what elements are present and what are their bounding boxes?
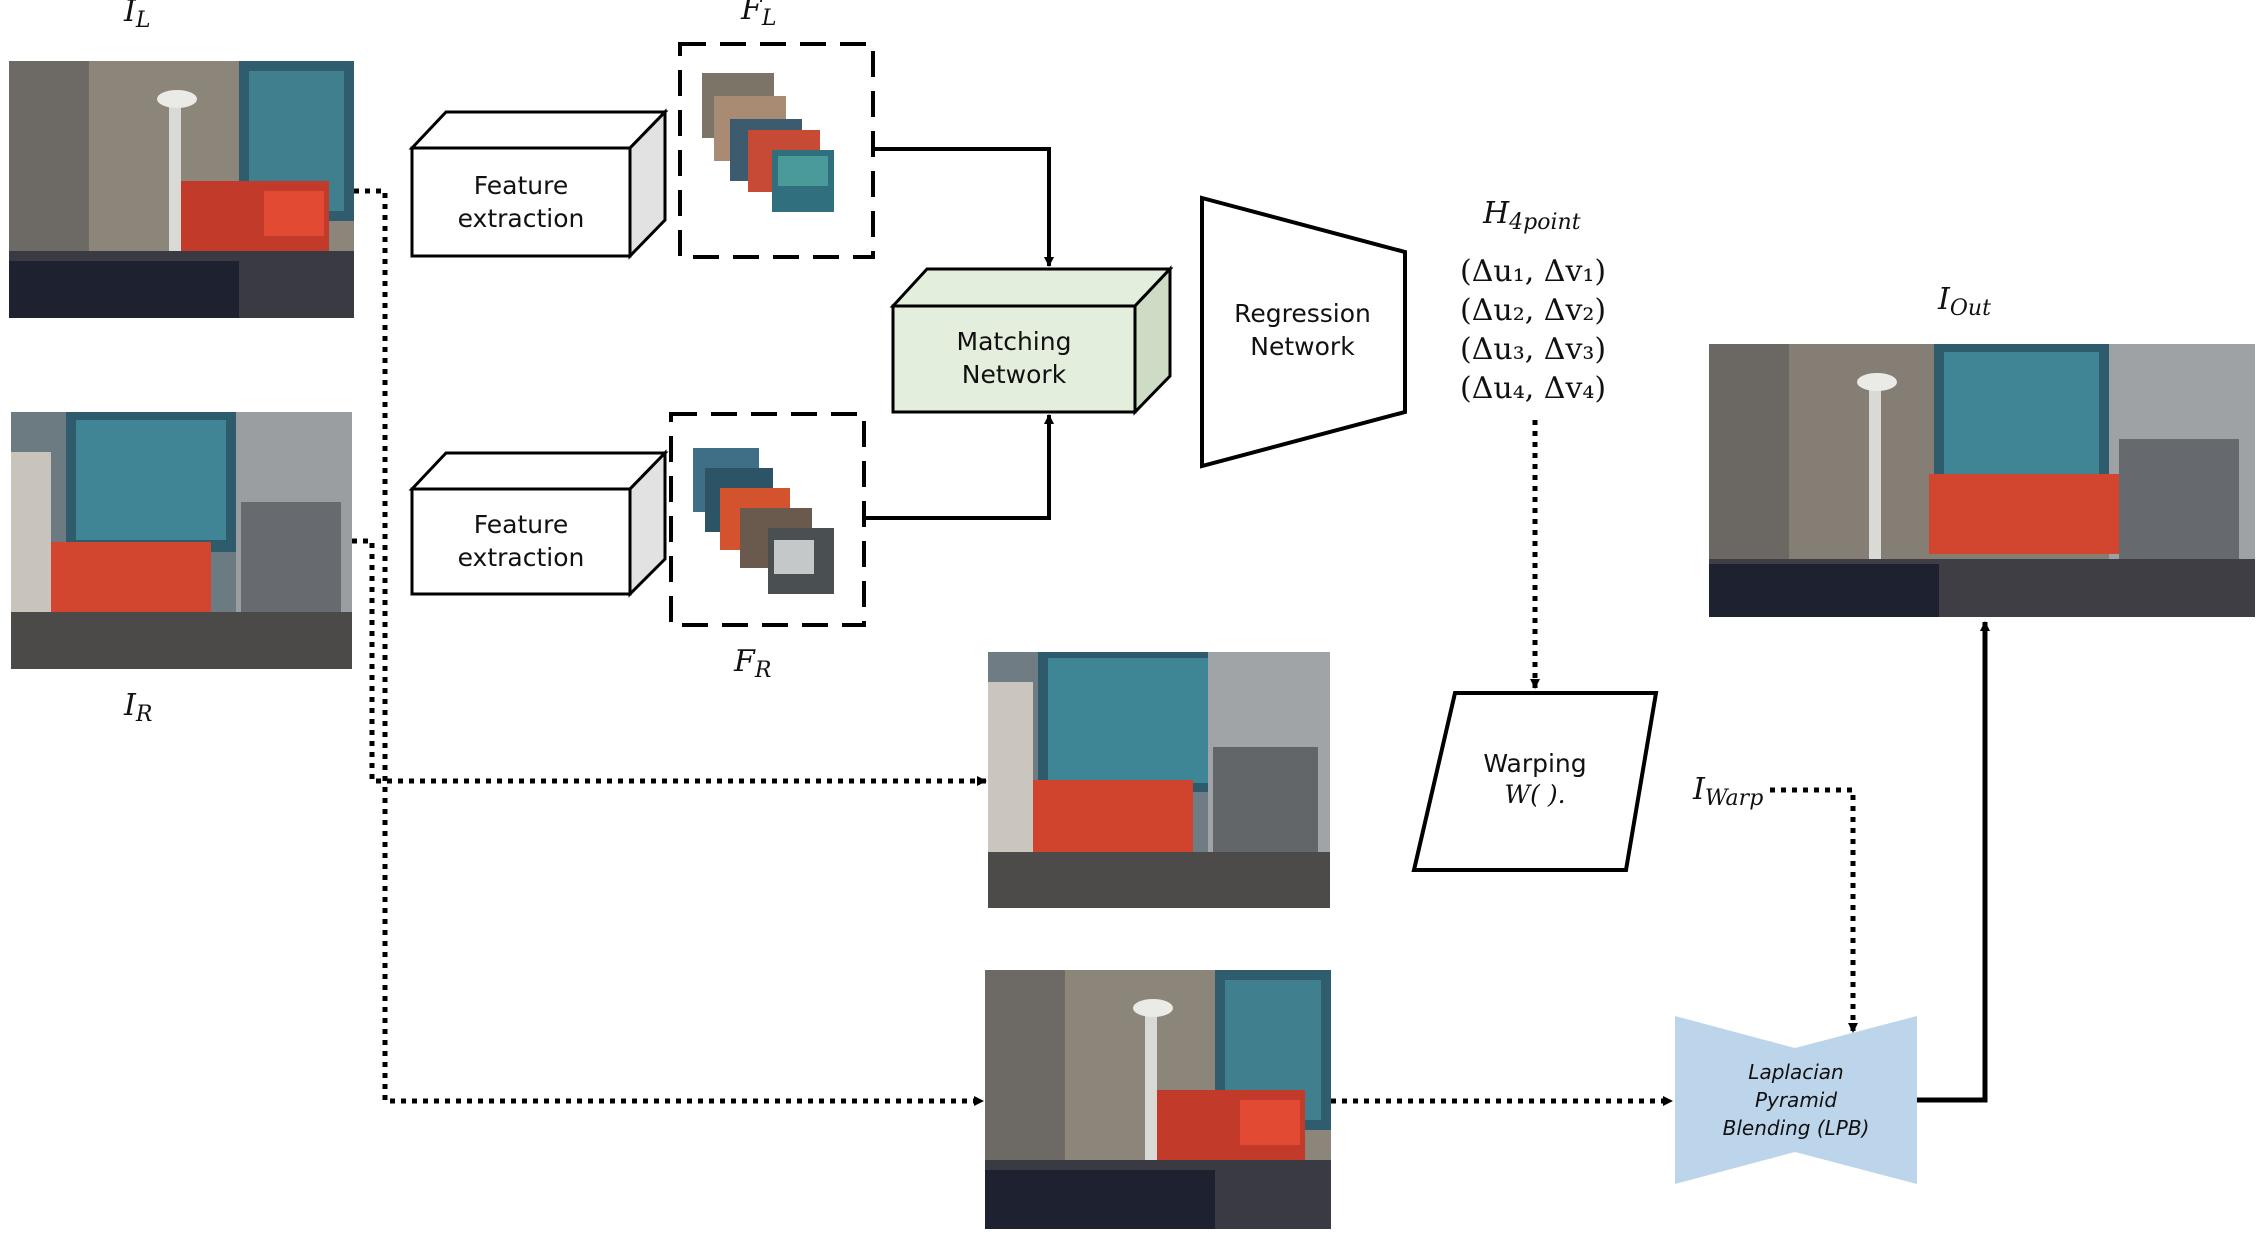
image-right-input (11, 412, 352, 669)
feature-extraction-top-label: Feature extraction (457, 171, 585, 233)
warping-label: Warping W( ). (1483, 749, 1587, 809)
label-i-right: IR (124, 688, 153, 727)
label-i-left: IL (124, 0, 151, 33)
label-i-out: IOut (1938, 282, 1991, 321)
arrow-fl-to-matching (873, 147, 1054, 267)
h4point-value-3: (Δu₃, Δv₃) (1460, 332, 1607, 367)
image-left-copy (985, 970, 1331, 1229)
feature-stack-left (702, 73, 834, 212)
warping-block (1411, 691, 1659, 872)
lpb-label: Laplacian Pyramid Blending (LPB) (1722, 1060, 1870, 1140)
h4point-value-2: (Δu₂, Δv₂) (1460, 293, 1607, 328)
arrow-iwarp-to-lpb (1770, 787, 1858, 1033)
label-i-warp: IWarp (1693, 772, 1764, 811)
feature-extraction-bottom-label: Feature extraction (457, 510, 585, 572)
matching-network-block (889, 265, 1174, 416)
image-output (1709, 344, 2255, 617)
h4point-value-1: (Δu₁, Δv₁) (1460, 254, 1607, 289)
lpb-block (1675, 1016, 1917, 1184)
label-h4point: H4point (1483, 196, 1581, 235)
regression-network-block (1200, 195, 1407, 469)
label-f-right: FR (734, 644, 772, 683)
h4point-value-4: (Δu₄, Δv₄) (1460, 371, 1607, 406)
feature-extraction-bottom-block (408, 449, 669, 598)
arrow-il-to-left-copy (354, 188, 984, 1106)
regression-network-label: Regression Network (1234, 299, 1371, 361)
arrow-fr-to-matching (864, 414, 1054, 520)
image-left-input (9, 61, 354, 318)
image-warped (988, 652, 1330, 908)
feature-extraction-top-block (408, 108, 669, 260)
h4point-values: (Δu₁, Δv₁) (Δu₂, Δv₂) (Δu₃, Δv₃) (Δu₄, Δ… (1460, 252, 1606, 408)
arrow-lpb-to-output (1917, 621, 1990, 1103)
label-f-left: FL (741, 0, 777, 31)
feature-stack-right (693, 448, 834, 594)
matching-network-label: Matching Network (956, 327, 1072, 389)
